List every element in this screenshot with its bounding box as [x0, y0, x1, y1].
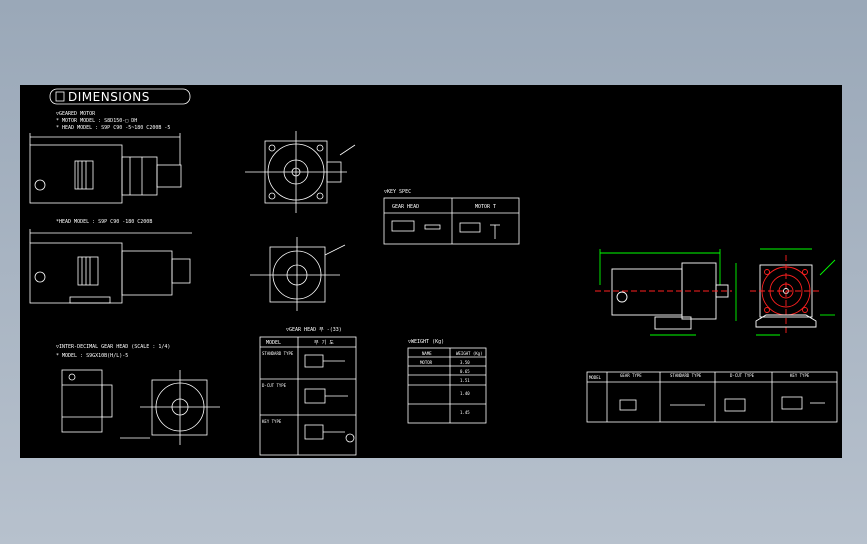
gear-head-row2: D-CUT TYPE [262, 383, 287, 388]
head-model-2-text: *HEAD MODEL : S9P C90 -180 C200B [56, 219, 152, 225]
cad-drawing: DIMENSIONS ▽GEARED MOTOR * MOTOR MODEL :… [29, 88, 838, 456]
side-col-standard: STANDARD TYPE [670, 373, 702, 378]
weight-r2: 0.65 [460, 369, 470, 374]
head-model-text: * HEAD MODEL : S9P C90 -5~180 C200B -5 [56, 125, 170, 131]
gear-head-heading: ▽GEAR HEAD 부 -(33) [286, 327, 342, 333]
key-spec-col1: GEAR HEAD [392, 204, 419, 210]
decimal-gear-head-front [120, 370, 220, 445]
title-box-icon [55, 91, 65, 102]
key-spec-col2: MOTOR T [475, 204, 496, 210]
gear-head-table [259, 336, 357, 456]
side-col-gear: GEAR TYPE [620, 373, 642, 378]
key-spec-table [383, 197, 520, 245]
weight-col1: NAME [422, 351, 432, 356]
motor-detail-view [595, 248, 836, 336]
weight-col2: WEIGHT (Kg) [456, 351, 483, 356]
motor-model-text: * MOTOR MODEL : S8D150-□ DH [56, 118, 137, 124]
side-col-dcut: D-CUT TYPE [730, 373, 755, 378]
decimal-heading: ▽INTER-DECIMAL GEAR HEAD (SCALE : 1/4) [56, 344, 170, 350]
motor-heading: ▽GEARED MOTOR [56, 111, 96, 117]
decimal-model: * MODEL : S9GX10B(H/L)-5 [56, 353, 128, 359]
weight-row-head: MOTOR [420, 360, 433, 365]
weight-r3: 1.51 [460, 378, 470, 383]
front-view-motor [250, 237, 346, 311]
cad-viewport[interactable]: DIMENSIONS ▽GEARED MOTOR * MOTOR MODEL :… [20, 85, 842, 458]
key-spec-heading: ▽KEY SPEC [384, 189, 411, 195]
motor-side-view-bottom [29, 229, 192, 304]
weight-r5: 1.45 [460, 410, 470, 415]
gear-head-col1: MODEL [266, 340, 281, 346]
gear-head-row3: KEY TYPE [262, 419, 282, 424]
gear-head-row1: STANDARD TYPE [262, 351, 294, 356]
side-model-table [586, 371, 838, 423]
weight-r4: 1.40 [460, 391, 470, 396]
weight-heading: ▽WEIGHT (Kg) [408, 339, 444, 345]
weight-table [407, 347, 487, 424]
side-col-key: KEY TYPE [790, 373, 810, 378]
decimal-gear-head-side [61, 369, 113, 433]
front-view-flange [245, 131, 356, 213]
title-frame [49, 88, 191, 105]
gear-head-col2: 부 기 도 [314, 339, 334, 346]
side-col-model: MODEL [589, 375, 602, 380]
title-text: DIMENSIONS [68, 90, 150, 104]
motor-side-view-top [29, 133, 182, 204]
weight-r1: 3.50 [460, 360, 470, 365]
